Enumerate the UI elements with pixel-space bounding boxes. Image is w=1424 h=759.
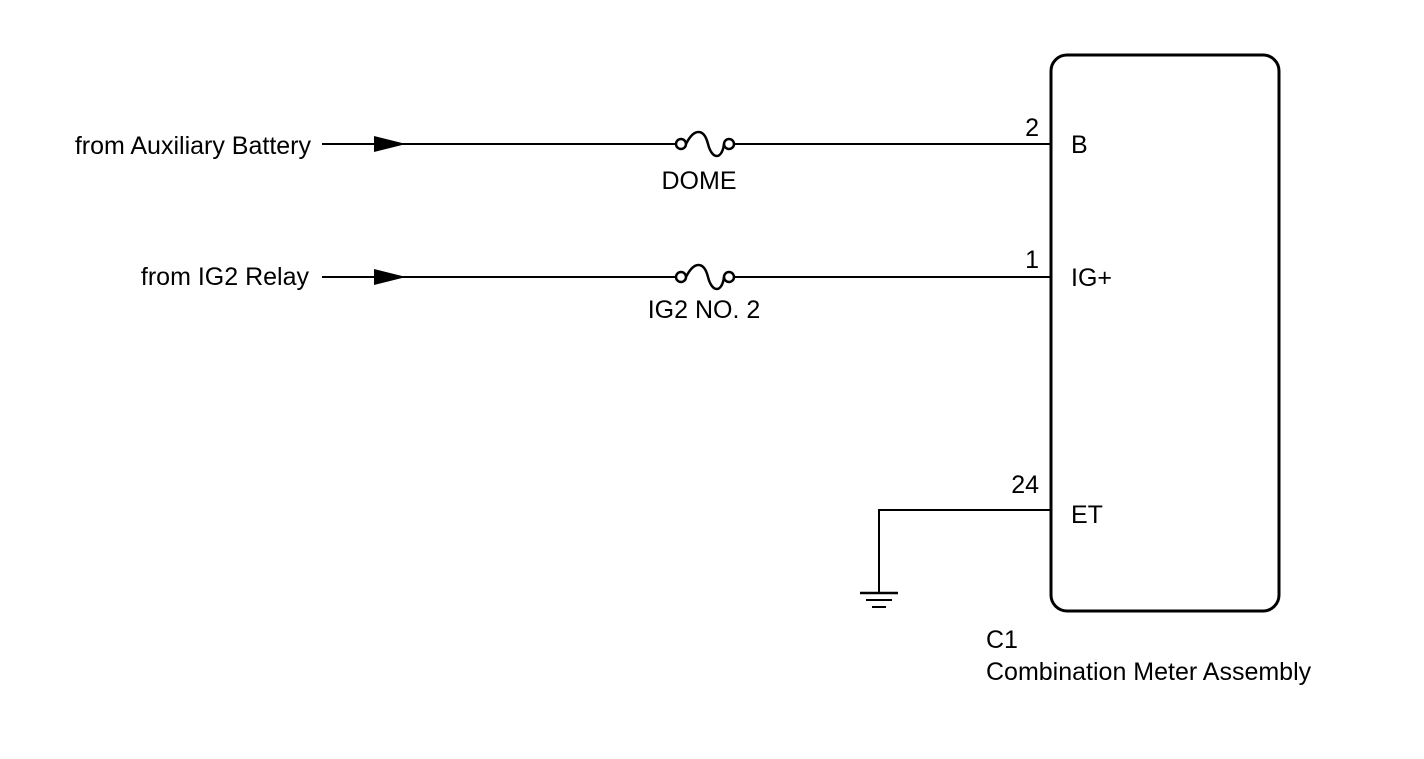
pin-number: 24 — [1011, 471, 1039, 499]
terminal-label-et: ET — [1071, 501, 1103, 529]
fuse-terminal — [674, 270, 688, 284]
terminal-label-ig-plus: IG+ — [1071, 264, 1112, 292]
circuit-ig2-relay: from IG2 Relay IG2 NO. 2 1 IG+ — [141, 246, 1112, 324]
fuse-icon — [684, 263, 726, 291]
source-label-auxiliary-battery: from Auxiliary Battery — [75, 132, 312, 160]
arrow-right-icon — [374, 269, 406, 285]
component-name: Combination Meter Assembly — [986, 658, 1312, 686]
fuse-terminal — [722, 270, 736, 284]
fuse-label-dome: DOME — [662, 167, 737, 195]
ground-icon — [860, 591, 898, 608]
fuse-icon — [684, 130, 726, 158]
fuse-terminal — [674, 137, 688, 151]
fuse-terminal — [722, 137, 736, 151]
pin-number: 1 — [1025, 246, 1039, 274]
source-label-ig2-relay: from IG2 Relay — [141, 263, 310, 291]
ground-circuit: 24 ET — [860, 471, 1103, 608]
component-box — [1049, 53, 1281, 613]
connector-code: C1 — [986, 626, 1018, 654]
fuse-label-ig2-no2: IG2 NO. 2 — [648, 296, 761, 324]
pin-number: 2 — [1025, 114, 1039, 142]
ground-wire — [878, 509, 1051, 592]
terminal-label-b: B — [1071, 131, 1088, 159]
circuit-auxiliary-battery: from Auxiliary Battery DOME 2 B — [75, 114, 1088, 195]
arrow-right-icon — [374, 136, 406, 152]
